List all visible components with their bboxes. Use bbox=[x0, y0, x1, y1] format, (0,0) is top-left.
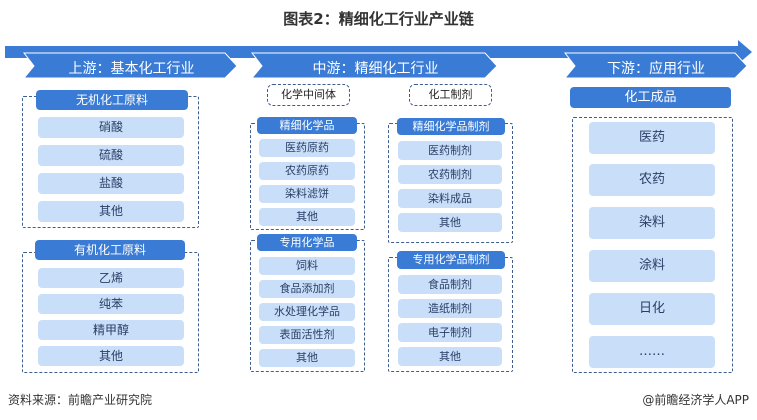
list-item: 医药制剂 bbox=[398, 141, 502, 160]
list-item: 表面活性剂 bbox=[259, 326, 355, 344]
list-item: 乙烯 bbox=[38, 268, 184, 288]
group-header: 化工成品 bbox=[570, 87, 731, 108]
source-note: 资料来源：前瞻产业研究院 bbox=[8, 393, 153, 407]
list-item: 其他 bbox=[398, 347, 502, 366]
list-item: 其他 bbox=[38, 201, 184, 222]
group-header: 有机化工原料 bbox=[35, 240, 185, 260]
list-item: 造纸制剂 bbox=[398, 299, 502, 318]
downstream-group bbox=[572, 117, 733, 373]
group-header: 无机化工原料 bbox=[36, 90, 188, 110]
list-item: 涂料 bbox=[589, 250, 715, 282]
list-item: 盐酸 bbox=[38, 173, 184, 194]
list-item: 其他 bbox=[398, 213, 502, 232]
chart-title: 图表2：精细化工行业产业链 bbox=[283, 10, 474, 28]
credit-note: @前瞻经济学人APP bbox=[642, 393, 749, 407]
midstream-label: 中游：精细化工行业 bbox=[312, 61, 439, 77]
group-header: 专用化学品制剂 bbox=[397, 251, 505, 269]
list-item: 硫酸 bbox=[38, 145, 184, 166]
list-item: 农药 bbox=[589, 164, 715, 196]
list-item: 农药原药 bbox=[259, 162, 355, 180]
list-item: 医药原药 bbox=[259, 139, 355, 157]
list-item: 水处理化学品 bbox=[259, 303, 355, 321]
list-item: 农药制剂 bbox=[398, 165, 502, 184]
group-header: 精细化学品制剂 bbox=[397, 118, 505, 135]
downstream-label: 下游：应用行业 bbox=[607, 61, 705, 77]
list-item: 硝酸 bbox=[38, 117, 184, 138]
list-item: 其他 bbox=[259, 349, 355, 367]
list-item: 电子制剂 bbox=[398, 323, 502, 342]
list-item: 其他 bbox=[38, 346, 184, 366]
list-item: 染料 bbox=[589, 207, 715, 239]
list-item: 其他 bbox=[259, 208, 355, 226]
group-header: 专用化学品 bbox=[257, 234, 357, 251]
group-header: 精细化学品 bbox=[257, 117, 357, 134]
list-item: 饲料 bbox=[259, 257, 355, 275]
list-item: 染料滤饼 bbox=[259, 185, 355, 203]
list-item: 食品制剂 bbox=[398, 275, 502, 294]
list-item: 精甲醇 bbox=[38, 320, 184, 340]
midstream-tag-intermediate: 化学中间体 bbox=[267, 84, 350, 106]
list-item: 医药 bbox=[589, 122, 715, 154]
flow-arrow bbox=[5, 40, 752, 79]
list-item: …… bbox=[589, 336, 715, 368]
list-item: 日化 bbox=[589, 293, 715, 325]
upstream-label: 上游：基本化工行业 bbox=[68, 61, 195, 77]
list-item: 染料成品 bbox=[398, 189, 502, 208]
list-item: 食品添加剂 bbox=[259, 280, 355, 298]
midstream-tag-formulation: 化工制剂 bbox=[409, 84, 492, 106]
list-item: 纯苯 bbox=[38, 294, 184, 314]
